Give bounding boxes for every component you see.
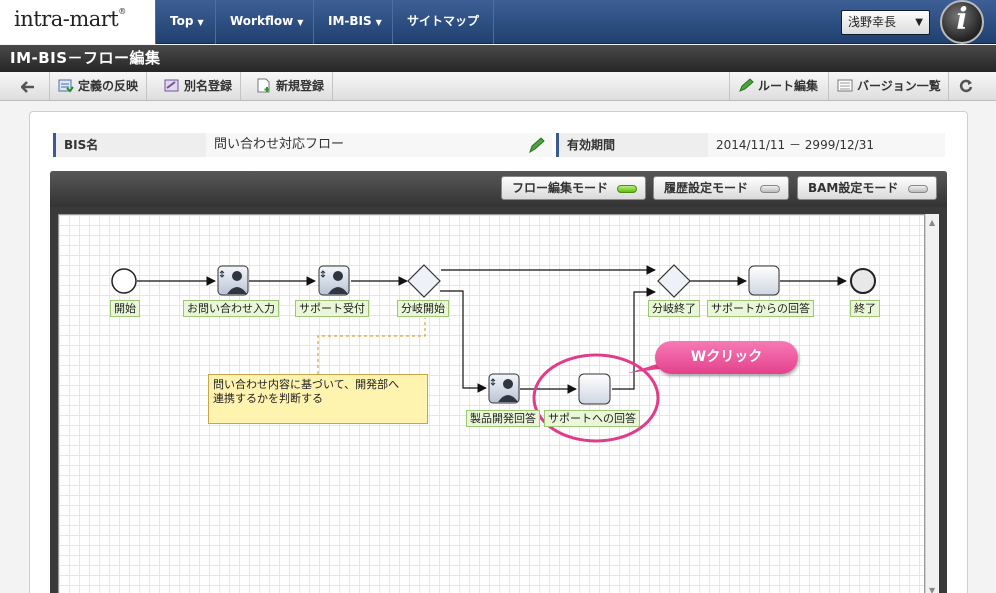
version-list-button[interactable]: バージョン一覧 bbox=[828, 72, 949, 100]
apply-icon bbox=[58, 79, 74, 93]
mode-inactive-lamp-icon bbox=[760, 185, 780, 193]
nav-sitemap[interactable]: サイトマップ bbox=[392, 0, 495, 44]
label-branch-end[interactable]: 分岐終了 bbox=[648, 300, 700, 317]
user-task-icon[interactable] bbox=[217, 265, 249, 296]
nav-im-bis[interactable]: IM-BIS▼ bbox=[313, 0, 396, 44]
arrow-left-icon bbox=[19, 81, 34, 93]
label-inquiry-input[interactable]: お問い合わせ入力 bbox=[183, 300, 279, 317]
back-button[interactable] bbox=[10, 72, 50, 100]
edge-branch-to-productdev bbox=[440, 290, 487, 393]
info-icon bbox=[940, 0, 984, 44]
bis-name-value: 問い合わせ対応フロー bbox=[206, 133, 552, 157]
page-title: IM-BIS－フロー編集 bbox=[10, 49, 161, 67]
pencil-icon bbox=[739, 78, 754, 92]
valid-period-value: 2014/11/11 － 2999/12/31 bbox=[708, 133, 945, 157]
apply-definition-button[interactable]: 定義の反映 bbox=[50, 72, 148, 100]
end-event-icon[interactable] bbox=[850, 268, 876, 294]
valid-period-label: 有効期間 bbox=[556, 133, 708, 157]
bis-name-label: BIS名 bbox=[53, 133, 206, 157]
refresh-button[interactable] bbox=[948, 72, 986, 100]
mode-bar: フロー編集モード 履歴設定モード BAM設定モード bbox=[50, 171, 947, 207]
user-task-icon[interactable] bbox=[318, 265, 350, 296]
scroll-down-icon[interactable]: ▼ bbox=[929, 586, 936, 593]
note-connector bbox=[317, 318, 426, 374]
task-support-answer-icon[interactable] bbox=[578, 373, 611, 405]
new-document-icon bbox=[257, 78, 270, 93]
mode-inactive-lamp-icon bbox=[908, 185, 928, 193]
start-event-icon[interactable] bbox=[111, 268, 137, 294]
refresh-icon bbox=[959, 79, 972, 93]
label-product-dev[interactable]: 製品開発回答 bbox=[466, 410, 540, 427]
nav-workflow[interactable]: Workflow▼ bbox=[215, 0, 317, 44]
title-bar: IM-BIS－フロー編集 bbox=[0, 45, 996, 72]
caret-down-icon: ▼ bbox=[915, 17, 923, 28]
route-edit-button[interactable]: ルート編集 bbox=[729, 72, 826, 100]
user-menu[interactable]: 浅野幸長▼ bbox=[841, 10, 930, 35]
top-navigation: intra-mart® Top▼ Workflow▼ IM-BIS▼ サイトマッ… bbox=[0, 0, 996, 44]
new-register-button[interactable]: 新規登録 bbox=[248, 72, 334, 100]
bam-mode-button[interactable]: BAM設定モード bbox=[797, 176, 937, 200]
logo-text: intra-mart® bbox=[14, 7, 126, 31]
flow-edges bbox=[137, 265, 847, 394]
branch-end-gateway-icon[interactable] bbox=[657, 264, 691, 298]
intra-mart-logo[interactable]: intra-mart® bbox=[0, 0, 155, 44]
label-branch-start[interactable]: 分岐開始 bbox=[397, 300, 449, 317]
list-icon bbox=[837, 79, 853, 92]
branch-start-gateway-icon[interactable] bbox=[407, 264, 441, 298]
canvas-scrollbar[interactable]: ▲ ▼ bbox=[925, 214, 939, 593]
caret-down-icon: ▼ bbox=[375, 18, 382, 27]
label-support-reply[interactable]: サポートからの回答 bbox=[707, 300, 814, 317]
edge-answer-to-branchend bbox=[612, 287, 656, 390]
task-support-reply-icon[interactable] bbox=[748, 265, 780, 296]
caret-down-icon: ▼ bbox=[297, 18, 304, 27]
flow-edit-mode-button[interactable]: フロー編集モード bbox=[501, 176, 646, 200]
history-mode-button[interactable]: 履歴設定モード bbox=[653, 176, 789, 200]
scroll-up-icon[interactable]: ▲ bbox=[929, 218, 936, 227]
flow-grid-canvas[interactable] bbox=[58, 214, 925, 593]
double-click-highlight bbox=[532, 353, 660, 443]
double-click-callout: Wクリック bbox=[655, 341, 798, 374]
label-end[interactable]: 終了 bbox=[850, 300, 880, 317]
toolbar: 定義の反映 別名登録 新規登録 ルート編集 バージョン一覧 bbox=[0, 72, 996, 101]
annotation-note[interactable]: 問い合わせ内容に基づいて、開発部へ 連携するかを判断する bbox=[208, 374, 428, 424]
label-support-answer[interactable]: サポートへの回答 bbox=[544, 410, 640, 427]
mode-active-lamp-icon bbox=[617, 185, 637, 193]
nav-top[interactable]: Top▼ bbox=[155, 0, 218, 44]
edit-bis-name-pencil-icon[interactable] bbox=[528, 137, 546, 154]
caret-down-icon: ▼ bbox=[197, 18, 204, 27]
user-task-icon[interactable] bbox=[488, 373, 520, 404]
alias-icon bbox=[164, 79, 179, 92]
label-start[interactable]: 開始 bbox=[110, 300, 140, 317]
label-support-accept[interactable]: サポート受付 bbox=[295, 300, 369, 317]
alias-register-button[interactable]: 別名登録 bbox=[156, 72, 242, 100]
info-button[interactable]: i bbox=[937, 0, 987, 44]
